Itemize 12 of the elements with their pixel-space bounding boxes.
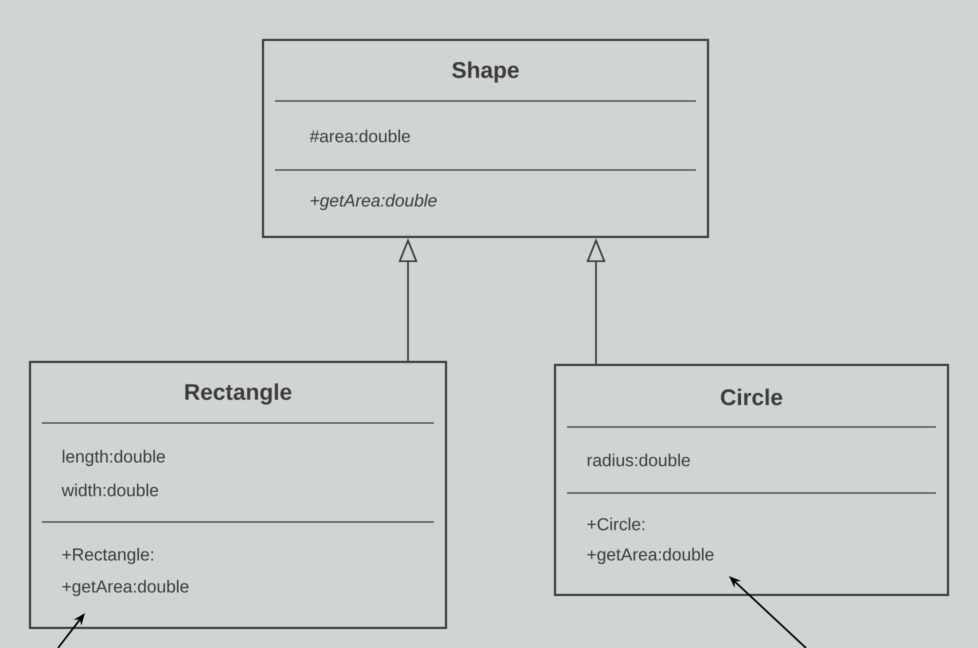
class-name: Circle [720, 388, 782, 406]
attribute-text: width:double [62, 484, 158, 496]
class-name: Rectangle [185, 383, 292, 405]
attribute-text: radius:double [588, 454, 690, 466]
attribute-text: length:double [62, 450, 165, 466]
method-text: +getArea:double [310, 194, 437, 210]
class-name: Shape [452, 61, 519, 83]
method-text: +getArea:double [587, 548, 714, 564]
method-text: +getArea:double [62, 580, 188, 596]
method-text: +Circle: [587, 518, 644, 530]
method-text: +Rectangle: [62, 548, 153, 564]
attribute-text: #area:double [310, 130, 410, 142]
